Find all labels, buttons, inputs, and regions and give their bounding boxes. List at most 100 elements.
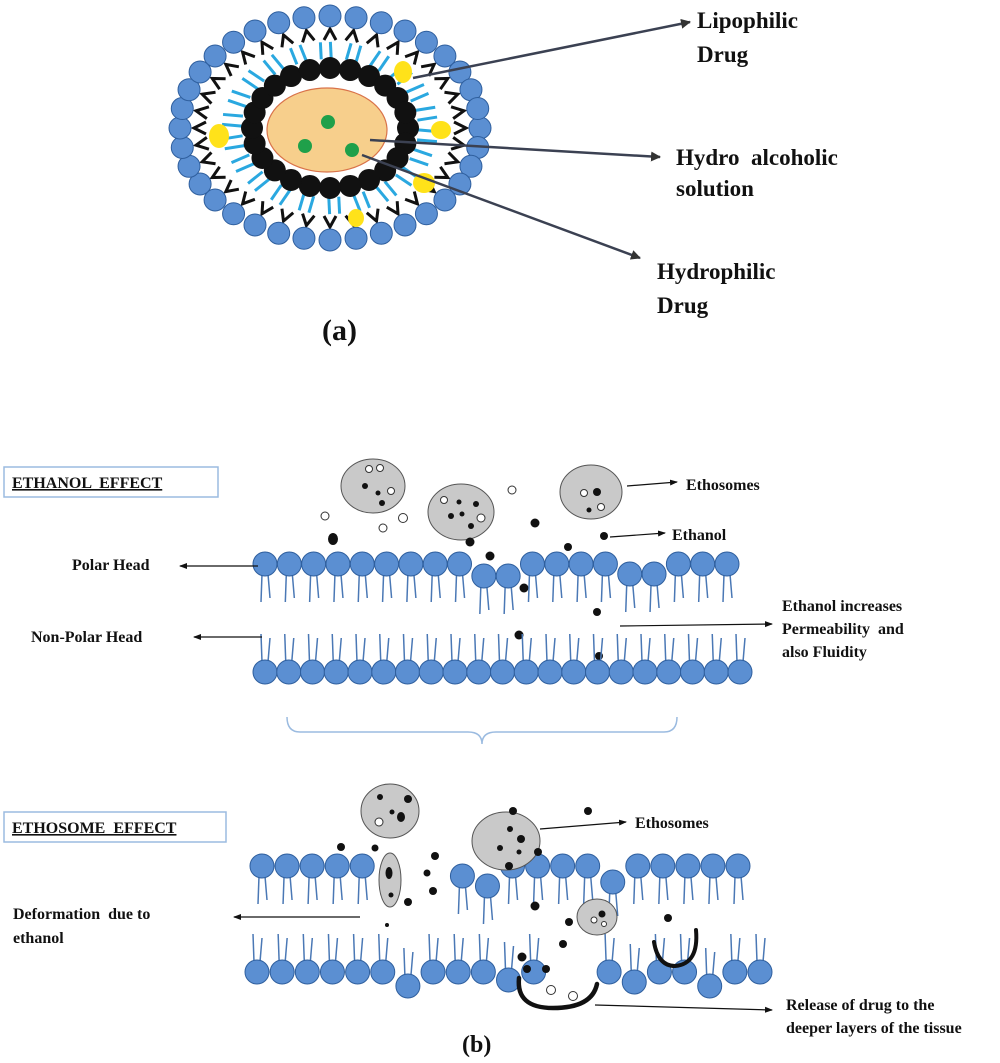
lipid-tail (623, 637, 627, 663)
inner-lipid-tail (409, 157, 429, 167)
lipid-tail (658, 875, 661, 905)
lipid-head (550, 853, 576, 879)
lipid-head (294, 959, 320, 985)
drug-release-vesicles (516, 928, 699, 1011)
lipid-tail (704, 947, 708, 977)
inner-lipid-tail (344, 42, 353, 61)
lipid-tail (379, 633, 382, 663)
lipid-tail (289, 875, 293, 901)
lipid-tail (461, 573, 466, 599)
lipid-tail (569, 633, 572, 663)
lipid-tail (277, 933, 280, 963)
hydro-alcoholic-core (266, 87, 388, 173)
lipid-tail (629, 943, 632, 973)
lipid-tail (535, 937, 540, 963)
lipid-tail (264, 875, 268, 901)
lipid-tail (257, 875, 260, 905)
lipid-tail (686, 937, 691, 963)
lipid-head (585, 659, 610, 685)
lipid-head (374, 551, 400, 577)
lipid-tail (661, 937, 666, 963)
lipid-tail (340, 573, 344, 599)
lipid-tail (514, 875, 519, 901)
ethanol-increases-label-1: Ethanol increases (782, 598, 902, 615)
lipid-head (395, 659, 420, 685)
outer-lipid-tail (386, 39, 400, 55)
callout-arrows-b-bottom (233, 819, 773, 1013)
lipid-tail (604, 933, 607, 963)
lipid-tail (291, 637, 295, 663)
lipid-head (418, 659, 444, 685)
outer-lipid-head (414, 30, 438, 54)
outer-lipid-tail (223, 62, 240, 77)
lipid-tail (715, 875, 719, 901)
outer-lipid-tail (404, 49, 420, 65)
outer-lipid-head (344, 226, 368, 250)
panel-b-label: (b) (462, 1032, 491, 1058)
outer-lipid-head (433, 188, 457, 212)
outer-lipid-head (369, 221, 393, 245)
lipid-head (422, 551, 448, 577)
inner-lipid-tail (415, 105, 436, 112)
lipid-head (680, 659, 705, 685)
lipid-tail (497, 633, 501, 663)
inner-lipid-tail (270, 53, 285, 70)
free-ethanol-molecules-2 (337, 807, 672, 973)
inner-lipid-tail (224, 144, 245, 151)
lipid-tail (364, 875, 368, 901)
lipid-tail (704, 573, 709, 599)
lipid-tail (528, 637, 532, 663)
lipid-tail (740, 875, 744, 901)
outer-lipid-tail (240, 191, 256, 207)
outer-lipid-tail (199, 90, 216, 105)
outer-lipid-head (243, 19, 267, 43)
lipid-tail (284, 937, 288, 963)
hydrophilic-drug-molecules (298, 115, 359, 157)
inner-lipid-tail (337, 196, 342, 214)
outer-lipid-tail (209, 165, 226, 180)
lipid-tail (314, 637, 319, 663)
lipid-tail (474, 633, 477, 663)
lipid-head (470, 959, 496, 985)
inner-lipid-tail (298, 44, 308, 62)
inner-lipid-tail (410, 92, 430, 103)
lipid-tail (410, 951, 414, 977)
lipid-head (319, 959, 345, 985)
outer-lipid-heads (168, 4, 492, 252)
outer-lipid-head (188, 172, 212, 196)
outer-lipid-tail (280, 208, 295, 224)
outer-lipid-tail (453, 120, 470, 136)
lipid-tail (557, 875, 561, 905)
outer-lipid-tails (190, 25, 470, 231)
outer-lipid-head (466, 97, 490, 121)
outer-lipid-tail (444, 90, 461, 105)
lipid-tail (334, 937, 339, 963)
inner-lipid-head (319, 177, 341, 199)
lipid-tail (406, 573, 409, 603)
outer-lipid-tail (209, 76, 226, 91)
lipid-tail (454, 573, 458, 603)
lipid-tail (679, 933, 683, 963)
lipid-tail (656, 583, 660, 609)
inner-lipid-tail (297, 193, 306, 211)
lipid-tail (284, 573, 288, 603)
lipid-head (276, 551, 302, 577)
lipid-tail (599, 637, 604, 663)
lipid-head (349, 551, 375, 577)
lipid-tail (576, 637, 580, 663)
lipid-head (747, 959, 773, 985)
inner-lipid-head (394, 101, 417, 124)
inner-lipid-head (298, 59, 321, 82)
deformation-label-1: Deformation due to (13, 906, 150, 923)
lipid-tail (532, 875, 536, 905)
lipid-tail (479, 585, 482, 615)
outer-lipid-head (468, 116, 492, 140)
lipid-head (449, 863, 475, 889)
lipid-tail (504, 637, 509, 663)
inner-lipid-tail (352, 194, 362, 212)
lipid-tail (352, 933, 356, 963)
outer-lipid-tail (450, 105, 468, 120)
outer-lipid-head (369, 11, 393, 35)
lipid-tail (409, 637, 414, 663)
